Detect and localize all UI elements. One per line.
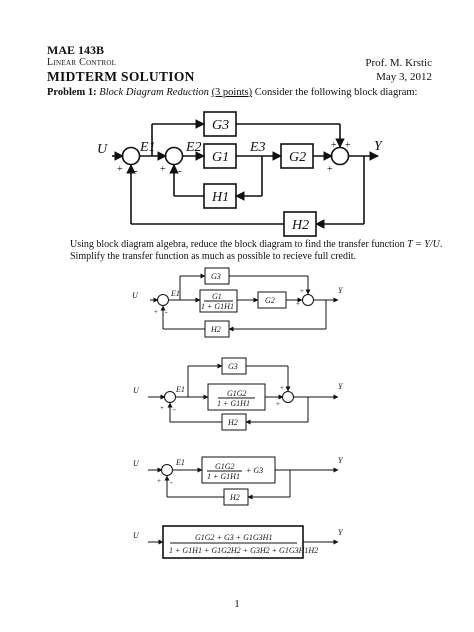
- step3-h2: H2: [229, 493, 240, 502]
- block-g3: [203, 111, 237, 137]
- instructions: Using block diagram algebra, reduce the …: [70, 239, 450, 263]
- step1-e1: E1: [170, 289, 180, 298]
- step4-labels: G1G2 + G3 + G1G3H1 1 + G1H1 + G1G2H2 + G…: [133, 528, 344, 555]
- label-g1: G1: [212, 150, 229, 165]
- document-title: MIDTERM SOLUTION: [47, 69, 195, 84]
- problem-label: Problem 1:: [47, 87, 97, 98]
- step3-plus-g3: + G3: [246, 466, 263, 475]
- svg-text:+: +: [160, 164, 166, 175]
- step3-num: G1G2: [215, 462, 235, 471]
- step3-y: Y: [338, 456, 344, 465]
- svg-text:-: -: [134, 165, 138, 177]
- document-date: May 3, 2012: [376, 71, 432, 83]
- block-h2: [283, 211, 317, 237]
- step2-g3: G3: [228, 362, 238, 371]
- course-code: MAE 143B: [47, 43, 104, 57]
- svg-text:-: -: [165, 308, 168, 317]
- svg-text:-: -: [173, 405, 176, 414]
- step2-y: Y: [338, 382, 344, 391]
- step1-g3: G3: [211, 272, 221, 281]
- step1-h2: H2: [210, 325, 221, 334]
- label-h2: H2: [291, 218, 309, 233]
- svg-text:+: +: [345, 140, 351, 151]
- block-h1: [203, 183, 237, 209]
- original-diagram-labels: G3 G1 G2 H1 H2 U E1 E2 E3 Y + - + - + + …: [97, 118, 384, 233]
- step4-den: 1 + G1H1 + G1G2H2 + G3H2 + G1G3H1H2: [169, 546, 318, 555]
- step4-diagram: [148, 525, 339, 559]
- instructions-line2: Simplify the transfer function as much a…: [70, 251, 357, 262]
- problem-prompt: Consider the following block diagram:: [254, 87, 418, 98]
- label-e2: E2: [185, 140, 202, 155]
- svg-text:+: +: [331, 140, 337, 151]
- step3-diagram: [148, 456, 339, 506]
- block-g1: [203, 143, 237, 169]
- svg-text:+: +: [296, 300, 300, 308]
- label-u: U: [97, 142, 108, 157]
- label-e3: E3: [249, 140, 266, 155]
- course-name: Linear Control: [47, 57, 117, 68]
- label-h1: H1: [211, 190, 229, 205]
- step2-u: U: [133, 386, 140, 395]
- step2-e1: E1: [175, 385, 185, 394]
- step2-labels: G3 G1G2 1 + G1H1 H2 U E1 Y + - + +: [133, 362, 344, 427]
- svg-text:+: +: [160, 404, 164, 412]
- step3-e1: E1: [175, 458, 185, 467]
- transfer-function-expression: T = Y/U: [407, 239, 440, 250]
- step1-diagram: [150, 267, 339, 338]
- step3-labels: G1G2 1 + G1H1 + G3 H2 U E1 Y + -: [133, 456, 344, 502]
- svg-text:+: +: [154, 308, 158, 316]
- step2-h2: H2: [227, 418, 238, 427]
- svg-text:-: -: [170, 478, 173, 487]
- svg-text:+: +: [276, 400, 280, 408]
- block-g2: [280, 143, 314, 169]
- svg-text:+: +: [117, 164, 123, 175]
- problem-statement: Problem 1: Block Diagram Reduction (3 po…: [47, 87, 437, 98]
- instructions-line1-end: .: [439, 239, 443, 250]
- svg-text:+: +: [327, 164, 333, 175]
- instructions-line1: Using block diagram algebra, reduce the …: [70, 239, 408, 250]
- step3-den: 1 + G1H1: [207, 472, 240, 481]
- label-e1: E1: [139, 140, 156, 155]
- step1-labels: G3 G1 1 + G1H1 G2 H2 U E1 Y + - + +: [132, 272, 344, 334]
- label-g2: G2: [289, 150, 306, 165]
- step4-y: Y: [338, 528, 344, 537]
- label-y: Y: [374, 139, 384, 154]
- svg-text:+: +: [300, 287, 304, 295]
- step2-den: 1 + G1H1: [217, 399, 250, 408]
- step2-num: G1G2: [227, 389, 247, 398]
- label-g3: G3: [212, 118, 229, 133]
- step4-num: G1G2 + G3 + G1G3H1: [195, 533, 272, 542]
- step1-y: Y: [338, 286, 344, 295]
- svg-text:+: +: [157, 477, 161, 485]
- problem-points: (3 points): [211, 87, 253, 98]
- step1-g1-num: G1: [212, 292, 222, 301]
- step1-g2: G2: [265, 296, 275, 305]
- svg-text:-: -: [178, 165, 182, 177]
- step1-u: U: [132, 291, 139, 300]
- instructor-name: Prof. M. Krstic: [365, 57, 432, 69]
- step2-diagram: [148, 357, 339, 431]
- step1-g1-den: 1 + G1H1: [201, 302, 234, 311]
- page-number: 1: [234, 598, 240, 610]
- step3-u: U: [133, 459, 140, 468]
- original-block-diagram: [112, 111, 379, 237]
- step4-u: U: [133, 531, 140, 540]
- problem-topic: Block Diagram Reduction: [99, 87, 209, 98]
- svg-text:+: +: [280, 384, 284, 392]
